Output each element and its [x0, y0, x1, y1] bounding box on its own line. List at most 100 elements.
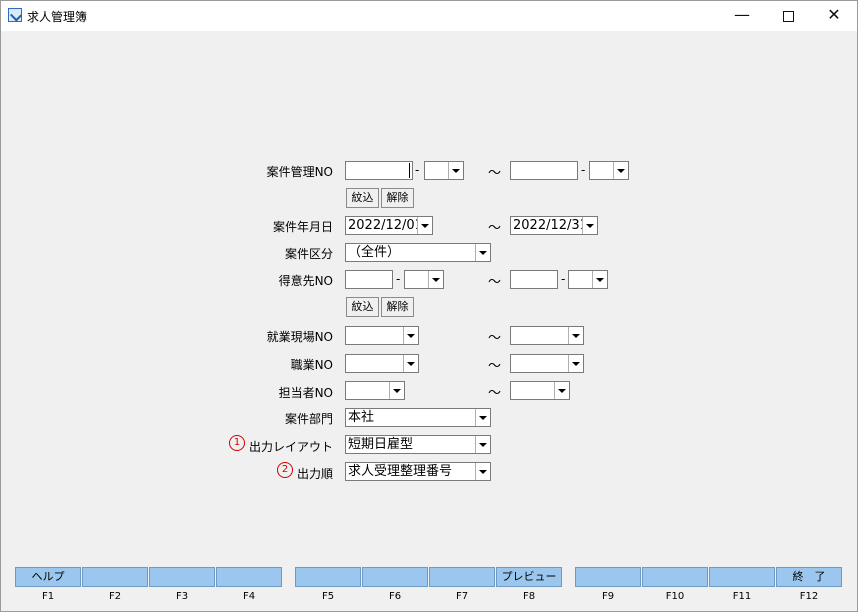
customer-no-from-sub-select[interactable] — [404, 270, 444, 289]
fkey-label-f9: F9 — [601, 591, 615, 602]
case-date-label: 案件年月日 — [272, 220, 333, 234]
output-order-select[interactable]: 求人受理整理番号 — [345, 462, 491, 481]
title-bar: 求人管理簿 — ✕ — [1, 1, 857, 31]
select-value: 求人受理整理番号 — [348, 464, 453, 479]
dropdown-arrow-icon[interactable] — [403, 355, 418, 372]
dropdown-arrow-icon[interactable] — [448, 162, 463, 179]
case-no-label: 案件管理NO — [266, 165, 333, 179]
dropdown-arrow-icon[interactable] — [592, 271, 607, 288]
case-no-release-button[interactable]: 解除 — [381, 188, 414, 208]
range-tilde: ～ — [488, 221, 502, 236]
customer-no-release-button[interactable]: 解除 — [381, 297, 414, 317]
dropdown-arrow-icon[interactable] — [568, 355, 583, 372]
site-no-label: 就業現場NO — [266, 330, 333, 344]
f6-button[interactable] — [362, 567, 428, 587]
department-label: 案件部門 — [284, 412, 333, 426]
fkey-label-f1: F1 — [41, 591, 55, 602]
staff-no-label: 担当者NO — [278, 386, 333, 400]
fkey-label-f5: F5 — [321, 591, 335, 602]
f8-preview-button[interactable]: プレビュー — [496, 567, 562, 587]
job-no-label: 職業NO — [290, 358, 333, 372]
window-title: 求人管理簿 — [27, 10, 88, 24]
fkey-label-f7: F7 — [455, 591, 469, 602]
f2-button[interactable] — [82, 567, 148, 587]
f7-button[interactable] — [429, 567, 495, 587]
output-layout-label: 出力レイアウト — [248, 440, 333, 454]
dropdown-arrow-icon[interactable] — [475, 436, 490, 453]
dropdown-arrow-icon[interactable] — [389, 382, 404, 399]
f10-button[interactable] — [642, 567, 708, 587]
select-value: （全件） — [348, 245, 401, 260]
f3-button[interactable] — [149, 567, 215, 587]
fkey-label-f2: F2 — [108, 591, 122, 602]
f5-button[interactable] — [295, 567, 361, 587]
close-button[interactable]: ✕ — [827, 5, 841, 24]
case-date-from-select[interactable]: 2022/12/01 — [345, 216, 433, 235]
function-key-bar: ヘルプ プレビュー 終 了 F1 F2 F3 F4 F5 F6 F7 F8 F9… — [7, 567, 851, 607]
site-no-from-select[interactable] — [345, 326, 419, 345]
dash-separator: - — [415, 163, 420, 177]
marker-circle-1: 1 — [229, 435, 245, 451]
maximize-button[interactable] — [765, 1, 811, 31]
dropdown-arrow-icon[interactable] — [475, 244, 490, 261]
output-layout-select[interactable]: 短期日雇型 — [345, 435, 491, 454]
staff-no-to-select[interactable] — [510, 381, 570, 400]
range-tilde: ～ — [488, 166, 502, 181]
case-no-to-input[interactable] — [510, 161, 578, 180]
fkey-label-f4: F4 — [242, 591, 256, 602]
select-value: 2022/12/31 — [513, 218, 588, 233]
case-no-from-sub-select[interactable] — [424, 161, 464, 180]
staff-no-from-select[interactable] — [345, 381, 405, 400]
select-value: 本社 — [348, 410, 375, 425]
range-tilde: ～ — [488, 275, 502, 290]
app-icon — [8, 8, 22, 22]
range-tilde: ～ — [488, 386, 502, 401]
range-tilde: ～ — [488, 331, 502, 346]
dropdown-arrow-icon[interactable] — [613, 162, 628, 179]
customer-no-label: 得意先NO — [278, 274, 333, 288]
fkey-label-f3: F3 — [175, 591, 189, 602]
case-date-to-select[interactable]: 2022/12/31 — [510, 216, 598, 235]
case-category-select[interactable]: （全件） — [345, 243, 491, 262]
dropdown-arrow-icon[interactable] — [475, 463, 490, 480]
dropdown-arrow-icon[interactable] — [428, 271, 443, 288]
output-order-label: 出力順 — [296, 467, 333, 481]
select-value: 2022/12/01 — [348, 218, 423, 233]
fkey-label-f11: F11 — [732, 591, 752, 602]
dropdown-arrow-icon[interactable] — [582, 217, 597, 234]
customer-no-narrow-button[interactable]: 紋込 — [346, 297, 379, 317]
dash-separator: - — [561, 272, 566, 286]
case-no-to-sub-select[interactable] — [589, 161, 629, 180]
customer-no-to-input[interactable] — [510, 270, 558, 289]
department-select[interactable]: 本社 — [345, 408, 491, 427]
fkey-label-f6: F6 — [388, 591, 402, 602]
site-no-to-select[interactable] — [510, 326, 584, 345]
fkey-label-f12: F12 — [799, 591, 819, 602]
f9-button[interactable] — [575, 567, 641, 587]
dropdown-arrow-icon[interactable] — [475, 409, 490, 426]
customer-no-to-sub-select[interactable] — [568, 270, 608, 289]
case-category-label: 案件区分 — [284, 247, 333, 261]
minimize-button[interactable]: — — [734, 5, 750, 24]
customer-no-from-input[interactable] — [345, 270, 393, 289]
fkey-label-f10: F10 — [665, 591, 685, 602]
case-no-narrow-button[interactable]: 紋込 — [346, 188, 379, 208]
select-value: 短期日雇型 — [348, 437, 414, 452]
dropdown-arrow-icon[interactable] — [554, 382, 569, 399]
f12-exit-button[interactable]: 終 了 — [776, 567, 842, 587]
job-no-to-select[interactable] — [510, 354, 584, 373]
f11-button[interactable] — [709, 567, 775, 587]
dash-separator: - — [396, 272, 401, 286]
dropdown-arrow-icon[interactable] — [568, 327, 583, 344]
dropdown-arrow-icon[interactable] — [417, 217, 432, 234]
marker-circle-2: 2 — [277, 462, 293, 478]
dropdown-arrow-icon[interactable] — [403, 327, 418, 344]
range-tilde: ～ — [488, 359, 502, 374]
job-no-from-select[interactable] — [345, 354, 419, 373]
f1-help-button[interactable]: ヘルプ — [15, 567, 81, 587]
dash-separator: - — [581, 163, 586, 177]
case-no-from-input[interactable] — [345, 161, 413, 180]
f4-button[interactable] — [216, 567, 282, 587]
fkey-label-f8: F8 — [522, 591, 536, 602]
